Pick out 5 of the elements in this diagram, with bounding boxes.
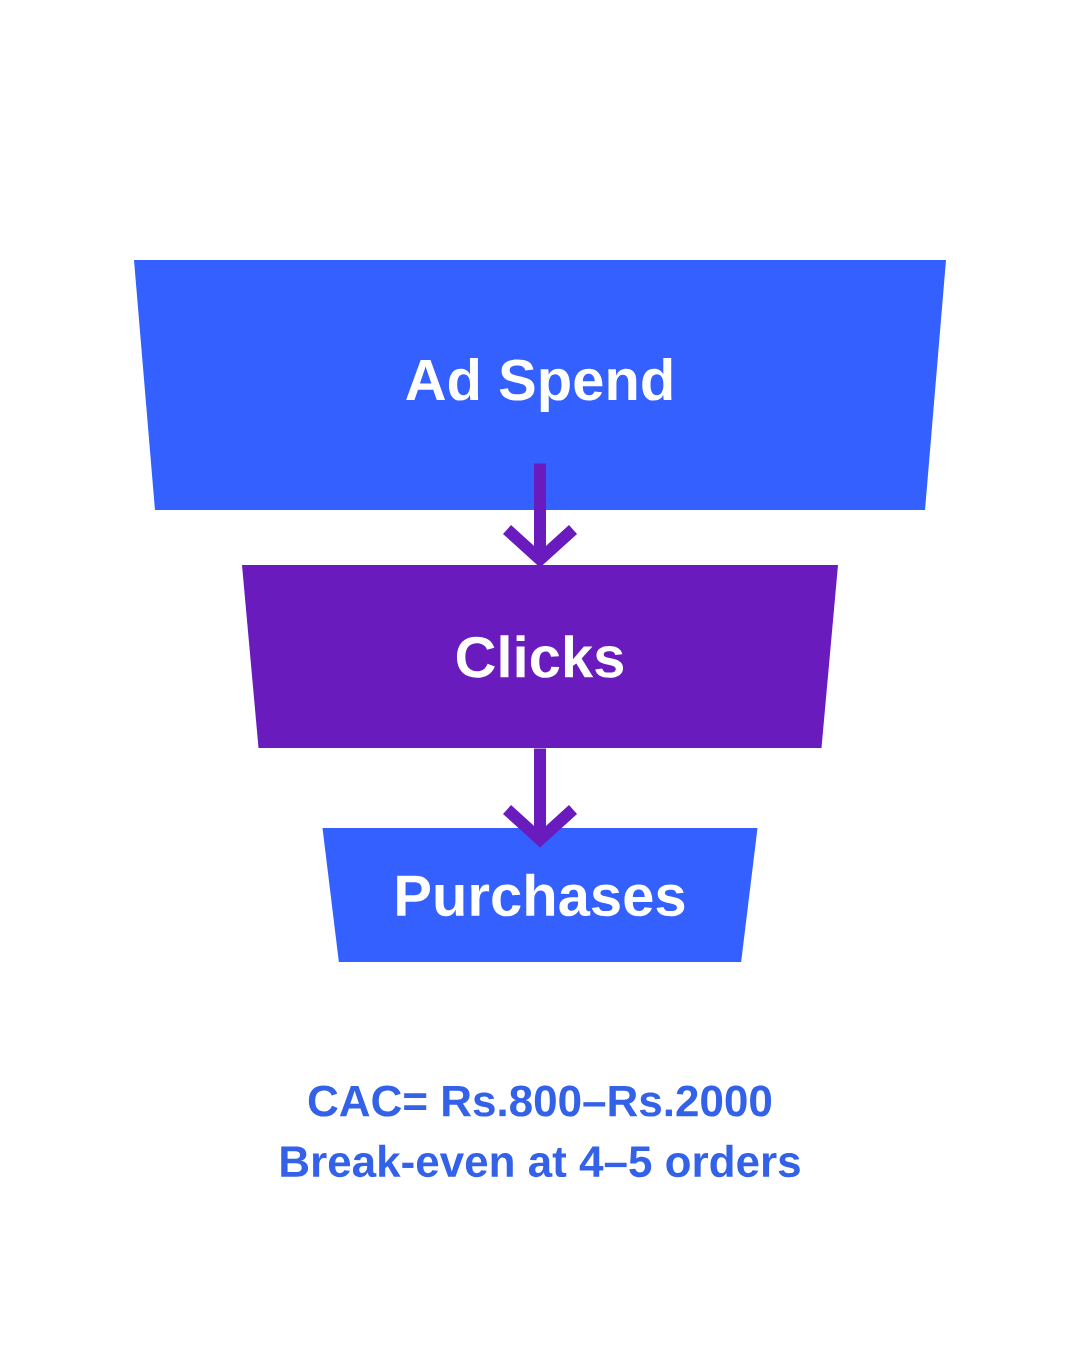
- funnel-stage: Clicks: [242, 565, 838, 748]
- funnel-stage: Purchases: [322, 828, 758, 962]
- note-text: Break-even at 4–5 orders: [281, 1144, 800, 1178]
- note-text: CAC= Rs.800–Rs.2000: [308, 1085, 772, 1117]
- funnel-stage: Ad Spend: [134, 260, 946, 510]
